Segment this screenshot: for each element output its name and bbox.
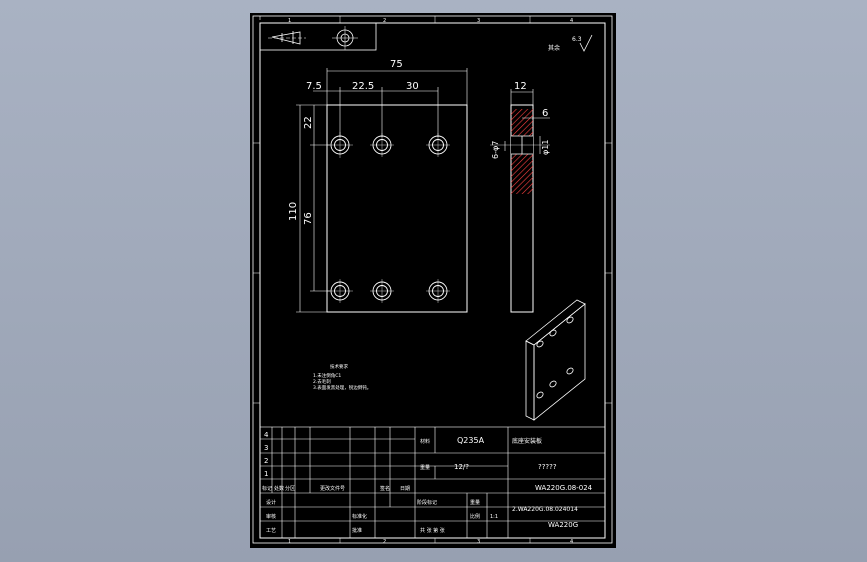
front-view-holes bbox=[327, 132, 450, 303]
dim-counterbore-depth: 6 bbox=[542, 108, 548, 119]
isometric-view bbox=[525, 299, 586, 421]
label-sheet-info: 共 张 第 张 bbox=[420, 527, 445, 534]
zone-top-2: 2 bbox=[383, 18, 386, 24]
header-signature: 签名 bbox=[380, 485, 390, 492]
drawing-sheet: 1 2 3 4 1 2 3 4 其余 6.3 bbox=[250, 13, 616, 548]
scale-value: 1:1 bbox=[490, 514, 498, 520]
roughness-label: 其余 bbox=[548, 44, 560, 52]
zone-top-1: 1 bbox=[288, 18, 291, 24]
roughness-value: 6.3 bbox=[572, 36, 582, 43]
label-standard: 标准化 bbox=[352, 513, 367, 520]
dim-left-offset: 7.5 bbox=[306, 81, 322, 92]
front-view: 75 7.5 22.5 30 110 22 76 bbox=[288, 59, 468, 313]
dim-counterbore-dia: φ11 bbox=[541, 140, 550, 155]
zone-top-3: 3 bbox=[477, 18, 480, 24]
header-zone: 分区 bbox=[285, 485, 295, 492]
zone-bottom-2: 2 bbox=[383, 539, 386, 545]
zone-bottom-4: 4 bbox=[570, 539, 573, 545]
question-value: ????? bbox=[538, 463, 557, 471]
note-line-3: 3.表面发黑处理，锐边倒钝。 bbox=[313, 384, 371, 391]
role-design: 设计 bbox=[266, 499, 276, 506]
hole-bottom-right bbox=[426, 279, 450, 303]
dim-thickness: 12 bbox=[514, 81, 527, 92]
label-stage-mark: 阶段标记 bbox=[417, 499, 437, 506]
rev-row-1: 1 bbox=[264, 470, 268, 478]
product-name: WA220G bbox=[548, 521, 578, 529]
rev-row-4: 4 bbox=[264, 431, 269, 439]
note-line-1: 1.未注倒角C1 bbox=[313, 372, 341, 379]
drawing-no-1: WA220G.08-024 bbox=[535, 484, 593, 492]
front-view-dimensions bbox=[296, 68, 468, 313]
material-value: Q235A bbox=[457, 436, 485, 445]
title-block bbox=[259, 426, 606, 539]
header-date: 日期 bbox=[400, 486, 410, 492]
header-count: 处数 bbox=[274, 485, 284, 492]
dim-overall-height: 110 bbox=[288, 202, 299, 221]
projection-symbol bbox=[259, 22, 377, 51]
hole-bottom-middle bbox=[370, 279, 394, 303]
sheets-value: 12/? bbox=[454, 463, 469, 471]
notes-title: 技术要求 bbox=[330, 363, 348, 370]
zone-markers: 1 2 3 4 1 2 3 4 bbox=[288, 18, 573, 545]
zone-top-4: 4 bbox=[570, 18, 573, 24]
role-process: 工艺 bbox=[266, 528, 276, 534]
dim-hole-vertical-spacing: 76 bbox=[303, 212, 314, 225]
part-name: 底座安装板 bbox=[512, 437, 542, 445]
dim-hole-dia: 6-φ7 bbox=[491, 141, 500, 159]
note-line-2: 2.去毛刺 bbox=[313, 378, 331, 385]
label-approve: 批准 bbox=[352, 527, 362, 534]
roughness-symbol: 其余 6.3 bbox=[548, 34, 593, 52]
header-mark: 标记 bbox=[262, 485, 272, 492]
drawing-border bbox=[252, 15, 613, 544]
dim-hole-spacing-1: 22.5 bbox=[352, 81, 374, 92]
label-weight2: 重量 bbox=[470, 499, 480, 506]
header-change-no: 更改文件号 bbox=[320, 485, 345, 492]
dim-top-offset: 22 bbox=[303, 116, 314, 129]
technical-notes: 技术要求 1.未注倒角C1 2.去毛刺 3.表面发黑处理，锐边倒钝。 bbox=[313, 363, 371, 391]
drawing-canvas: 1 2 3 4 1 2 3 4 其余 6.3 bbox=[252, 15, 613, 545]
hole-bottom-left bbox=[327, 279, 353, 303]
label-scale: 比例 bbox=[470, 513, 480, 520]
rev-row-3: 3 bbox=[264, 444, 268, 452]
side-view-dimensions bbox=[504, 89, 550, 154]
label-material: 材料 bbox=[420, 438, 430, 445]
zone-bottom-1: 1 bbox=[288, 539, 291, 545]
title-block-text: 4 3 2 1 标记 处数 分区 更改文件号 签名 日期 设计 审核 工艺 标准… bbox=[262, 431, 593, 534]
zone-bottom-3: 3 bbox=[477, 539, 480, 545]
role-review: 审核 bbox=[266, 513, 276, 520]
rev-row-2: 2 bbox=[264, 457, 268, 465]
side-view: 12 6 φ11 6-φ7 bbox=[490, 81, 550, 313]
dim-hole-spacing-2: 30 bbox=[406, 81, 419, 92]
zone-ticks bbox=[253, 16, 612, 543]
drawing-no-2: 2.WA220G.08.024014 bbox=[512, 506, 578, 513]
dim-overall-width: 75 bbox=[390, 59, 403, 70]
label-weight: 重量 bbox=[420, 464, 430, 471]
front-view-dim-labels: 75 7.5 22.5 30 110 22 76 bbox=[288, 59, 419, 225]
side-view-dim-labels: 12 6 φ11 6-φ7 bbox=[491, 81, 550, 159]
